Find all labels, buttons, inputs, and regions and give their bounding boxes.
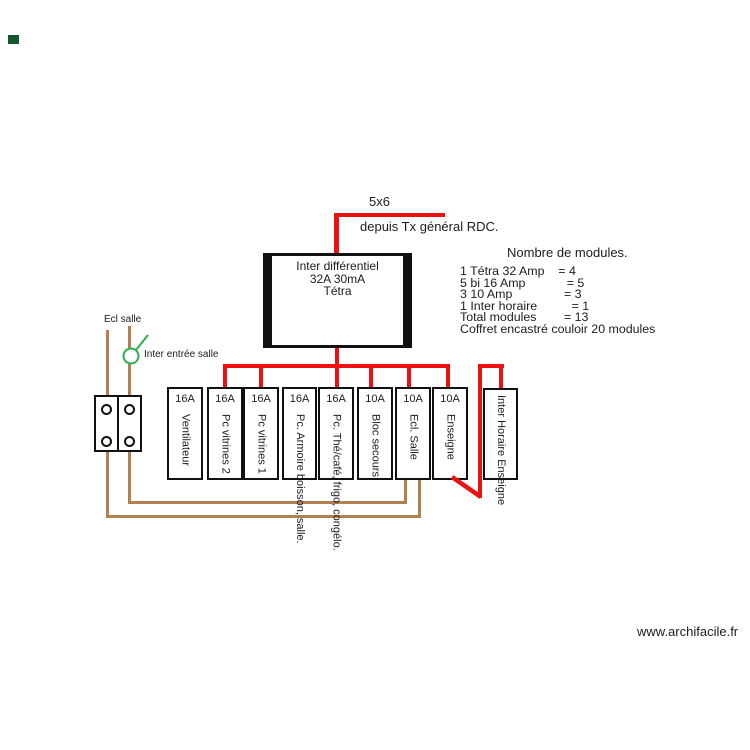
wire-enseigne-diagonal [450, 475, 483, 499]
wire-drop-ecl-salle [407, 364, 411, 388]
breaker-ventilateur: 16A Ventilateur [167, 387, 203, 480]
room-light-label: Ecl salle [104, 314, 142, 325]
terminal-circle [101, 404, 112, 415]
room-switch-label: Inter entrée salle [144, 349, 219, 360]
breaker-amp: 10A [403, 393, 423, 405]
terminal-circle [124, 436, 135, 447]
wire-enseigne-riser [478, 364, 482, 498]
wire-timer-horizontal [478, 364, 504, 368]
wire-switch-up [128, 326, 131, 349]
breaker-enseigne: 10A Enseigne [432, 387, 468, 480]
note-line: 1 Inter horaire = 1 [460, 298, 590, 313]
notes-block: 1 Tétra 32 Amp = 4 5 bi 16 Amp = 5 3 10 … [460, 264, 656, 336]
note-line: Total modules = 13 [460, 310, 589, 324]
wire-drop-pc-vitrines-2 [223, 364, 227, 388]
wire-switch-return [128, 452, 131, 504]
notes-title: Nombre de modules. [507, 245, 628, 260]
cable-size-label: 5x6 [369, 194, 390, 209]
breaker-label: Ecl. Salle [407, 414, 420, 460]
breaker-label: Ventilateur [179, 414, 192, 466]
breaker-ecl-salle: 10A Ecl. Salle [395, 387, 431, 480]
wire-drop-pc-the-cafe [335, 364, 339, 388]
terminal-circle [101, 436, 112, 447]
wire-run-lower-riser [418, 479, 421, 518]
breaker-label: Pc vitrines 2 [219, 414, 232, 474]
breaker-amp: 16A [251, 393, 271, 405]
breaker-pc-vitrines-1: 16A Pc vitrines 1 [243, 387, 279, 480]
corner-marker [8, 35, 19, 44]
wire-run-lower [106, 515, 421, 518]
wire-lamp-return [106, 452, 109, 518]
breaker-label: Pc. Thé/café, frigo, congélo. [330, 414, 343, 551]
breaker-amp: 16A [289, 393, 310, 405]
timer-switch-label: Inter Horaire Enseigne [495, 395, 507, 506]
wire-feed-horizontal [334, 213, 445, 217]
wire-switch-down [128, 363, 131, 395]
wire-timer-drop [499, 364, 503, 389]
main-switch-type: Tétra [323, 284, 352, 298]
breaker-label: Pc. Armoire boisson, salle. [294, 414, 306, 544]
breaker-label: Bloc secours [369, 414, 382, 477]
switch-lever-icon [135, 334, 149, 351]
breaker-amp: 16A [326, 393, 346, 405]
note-line: 1 Tétra 32 Amp = 4 [460, 264, 576, 278]
breaker-amp: 16A [175, 393, 195, 405]
wire-feed-vertical [334, 213, 339, 255]
terminal-circle [124, 404, 135, 415]
main-switch-title: Inter différentiel [296, 259, 379, 273]
note-line: 5 bi 16 Amp = 5 [460, 275, 585, 290]
note-line: 3 10 Amp = 3 [460, 287, 582, 301]
junction-box-divider [117, 395, 119, 452]
breaker-label: Pc vitrines 1 [255, 414, 268, 474]
wire-drop-pc-vitrines-1 [259, 364, 263, 388]
supply-source-label: depuis Tx général RDC. [360, 219, 499, 234]
breaker-pc-armoire: 16A Pc. Armoire boisson, salle. [282, 387, 317, 544]
breaker-amp: 10A [440, 393, 460, 405]
breaker-amp: 16A [215, 393, 235, 405]
wire-drop-bloc-secours [369, 364, 373, 388]
breaker-amp: 10A [365, 393, 385, 405]
breaker-pc-vitrines-2: 16A Pc vitrines 2 [207, 387, 243, 480]
wire-run-upper-riser [404, 479, 407, 504]
wire-lamp-up [106, 330, 109, 395]
switch-contact-icon [122, 347, 140, 365]
site-credit: www.archifacile.fr [637, 624, 739, 639]
note-line: Coffret encastré couloir 20 modules [460, 321, 656, 336]
wire-run-upper [128, 501, 407, 504]
wire-main-output [335, 346, 339, 365]
timer-switch-box: Inter Horaire Enseigne [483, 388, 518, 505]
breaker-pc-the-cafe: 16A Pc. Thé/café, frigo, congélo. [318, 387, 354, 551]
main-differential-switch: Inter différentiel 32A 30mA Tétra [263, 253, 412, 348]
wire-drop-enseigne [446, 364, 450, 388]
main-switch-rating: 32A 30mA [309, 271, 366, 286]
breaker-label: Enseigne [444, 414, 457, 460]
breaker-bloc-secours: 10A Bloc secours [357, 387, 393, 480]
